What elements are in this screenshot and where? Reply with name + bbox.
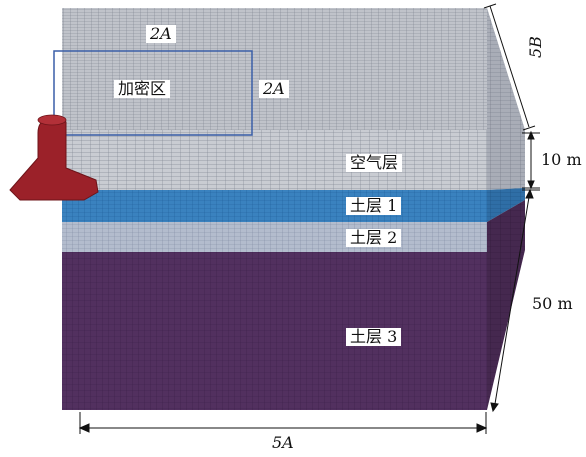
air-layer-label: 空气层 [346,154,403,172]
dense-zone-label: 加密区 [114,80,171,98]
bottom-width-label: 5A [272,433,294,452]
soil-layer-1-mesh [62,190,487,222]
soil-thickness-dimension-line [493,190,531,411]
soil-layer-3-mesh [62,252,487,410]
soil-layer-1-label: 土层 1 [346,197,402,215]
soil-layer-2-label: 土层 2 [346,229,402,247]
depth-dimension-line [489,5,530,128]
air-thickness-label: 10 m [541,150,582,169]
pile-foundation [9,114,99,201]
side-face-air [487,8,525,190]
soil-layer-3-label: 土层 3 [346,328,402,346]
side-face-soil3 [487,200,525,410]
soil-thickness-label: 50 m [532,294,573,313]
top-width-label: 2A [146,25,176,43]
side-face-soil1 [487,188,525,222]
dense-zone-outline [53,50,253,136]
soil-layer-2-mesh [62,222,487,252]
depth-label: 5B [526,36,545,58]
dense-side-label: 2A [259,80,289,98]
air-layer-mesh [62,130,487,190]
top-face [62,8,525,130]
